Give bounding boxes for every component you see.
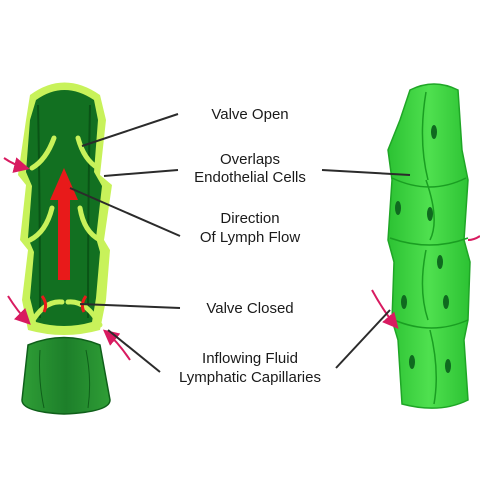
leader-lines [69, 113, 411, 373]
leader-inflowing-right [335, 309, 391, 369]
label-inflowing-line1: Inflowing Fluid [202, 350, 298, 367]
label-inflowing-line2: Lymphatic Capillaries [179, 369, 321, 386]
label-direction-line1: Direction [220, 210, 279, 227]
leader-valve-open [81, 113, 179, 147]
label-direction-line2: Of Lymph Flow [200, 229, 300, 246]
inflow-arrow-left-lower [7, 295, 31, 325]
label-overlaps-line2: Endothelial Cells [194, 169, 306, 186]
vessel-lower-segment [21, 336, 111, 415]
capillary-inflow-arrow-right [467, 235, 480, 241]
capillary-body [387, 83, 471, 409]
valve-closed-right-leaflet [65, 299, 103, 328]
vessel-lower-seams [39, 349, 91, 409]
inflow-arrow-left-upper [3, 157, 30, 173]
labels: Valve Open Overlaps Endothelial Cells Di… [179, 106, 321, 386]
inflow-arrow-right-lower [102, 329, 131, 361]
lymph-capillary [371, 83, 480, 409]
leader-direction [69, 187, 181, 237]
leader-valve-closed [79, 303, 181, 309]
valve-open-right-leaflet [75, 135, 101, 171]
leader-overlaps-left [103, 169, 179, 177]
capillary-cell-borders [389, 91, 469, 405]
leader-overlaps-right [321, 169, 411, 176]
lymph-flow-arrow [50, 168, 78, 280]
label-valve-open: Valve Open [211, 106, 288, 123]
valve-mid-right-leaflet [77, 205, 103, 243]
capillary-nuclei [395, 125, 451, 373]
label-valve-closed: Valve Closed [206, 300, 293, 317]
vessel-inner-shading [37, 104, 91, 319]
valve-open-left-leaflet [29, 135, 57, 171]
lymph-vessel [3, 82, 131, 415]
label-overlaps-line1: Overlaps [220, 151, 280, 168]
leader-inflowing-left [107, 329, 161, 373]
capillary-inflow-arrow [371, 289, 399, 330]
valve-mid-left-leaflet [27, 205, 55, 243]
